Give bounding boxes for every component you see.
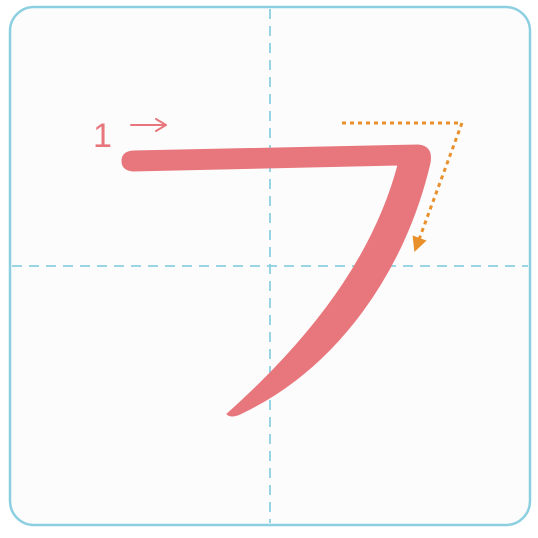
- dotted-bend-arrow-icon: [342, 121, 465, 253]
- character-stroke: [121, 144, 431, 417]
- stroke-number: 1: [93, 117, 112, 155]
- right-arrow-icon: [130, 118, 167, 132]
